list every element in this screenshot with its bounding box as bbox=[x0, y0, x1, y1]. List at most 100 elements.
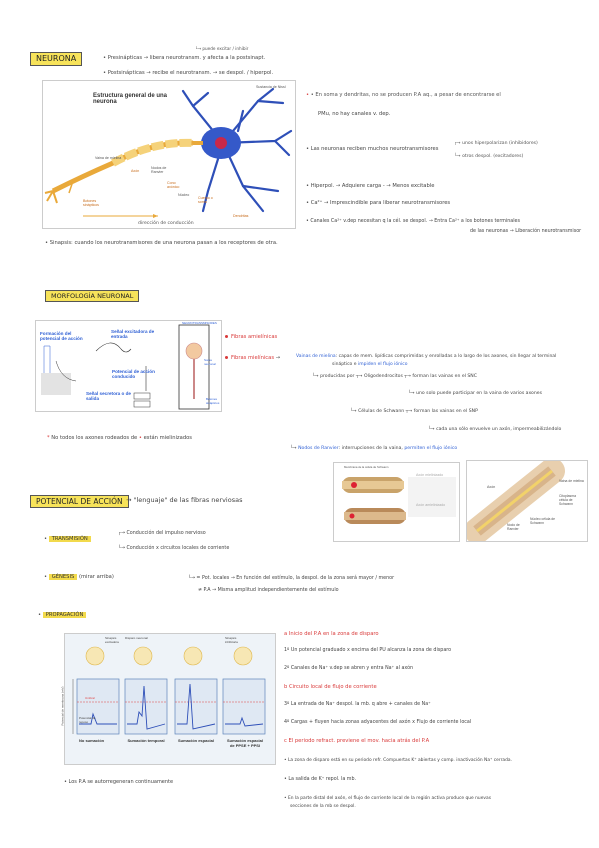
label-senal-sec: Señal secretora o de salida bbox=[86, 391, 131, 401]
schwann-text: Células de Schwann bbox=[358, 409, 405, 414]
trans-b-text: Conducción x circuitos locales de corrie… bbox=[126, 546, 230, 551]
potencial-subtitle: → "lenguaje" de las fibras nerviosas bbox=[126, 496, 243, 504]
nodos-line: └→ Nodos de Ranvier: interrupciones de l… bbox=[290, 446, 458, 451]
schwann-b-text: cada una sólo envuelve un axón, impermea… bbox=[436, 427, 562, 432]
direccion-conduccion: dirección de conducción bbox=[138, 221, 194, 226]
axon-3d-diagram bbox=[342, 477, 456, 524]
fibras-mielinicas: Fibras mielínicas → bbox=[225, 355, 280, 362]
label-botones-sin: Botones sinápticos bbox=[206, 397, 220, 405]
receive-b: └→ otros despol. (excitadores) bbox=[454, 154, 524, 159]
nodos-desc: : interrupciones de la vaina, bbox=[338, 446, 403, 451]
label-cito-sec: Citoplasma célula de Schwann bbox=[559, 494, 576, 506]
label-formacion: Formación del potencial de acción bbox=[40, 331, 83, 341]
canales-note: • Canales Ca²⁺ v.dep necesitan q la cél.… bbox=[306, 219, 520, 224]
transmision-line: • TRANSMISIÓN bbox=[44, 536, 91, 543]
step-1: 1º Un potencial graduado x encima del PU… bbox=[284, 648, 452, 653]
soma-note-text: • En soma y dendritas, no se producen P.… bbox=[310, 92, 501, 98]
schwann-b-line: └→ cada una sólo envuelve un axón, imper… bbox=[428, 427, 562, 432]
oligo-b-line: └→ uno solo puede participar en la vaina… bbox=[408, 391, 543, 396]
neuron-diagram bbox=[44, 87, 293, 218]
vainas-desc-2: sináptico e bbox=[332, 362, 357, 367]
producidas-text: producidas por bbox=[320, 374, 355, 379]
label-vaina-sec: Vaina de mielina bbox=[559, 479, 584, 483]
vainas-label: Vainas de mielina bbox=[296, 354, 336, 359]
postsinapticas-text: • Postsinápticas → recibe el neurotransm… bbox=[103, 70, 274, 76]
label-senal-exc: Señal excitadora de entrada bbox=[111, 329, 155, 339]
step-7: • En la parte distal del axón, el flujo … bbox=[284, 796, 491, 801]
label-potencial-memb: Potencial de membrana (mV) bbox=[60, 686, 65, 726]
step-5: • La zona de disparo está en su periodo … bbox=[284, 758, 512, 763]
sinapsis-note: • Sinapsis: cuando los neurotransmisores… bbox=[45, 240, 278, 246]
morfologia-diagram bbox=[41, 324, 210, 410]
soma-note-2: PMu, no hay canales v. dep. bbox=[318, 111, 391, 117]
step-3: 3º La entrada de Na⁺ despol. la mb. q ab… bbox=[284, 702, 431, 707]
axon-section-diagram bbox=[464, 458, 565, 544]
summation-figure: Sinapsis excitadora Disparo neuronal Sin… bbox=[60, 633, 276, 765]
label-axon: Axón bbox=[131, 169, 140, 173]
schwann-a-text: forman las vainas en el SNP bbox=[413, 409, 478, 414]
step-6: • La salida de K⁺ repol. la mb. bbox=[284, 777, 357, 782]
ley-line-1: └→ = Pot. locales → En función del estím… bbox=[188, 576, 395, 581]
producidas-line: └→ producidas por ┬→ Oligodendrocitos ┬→… bbox=[312, 374, 477, 379]
section-title-neurona: NEURONA bbox=[30, 52, 83, 66]
step-inicio-text: Inicio del P.A en la zona de disparo bbox=[288, 631, 379, 637]
summation-diagram bbox=[72, 646, 266, 735]
neuron-figure-title: Estructura general de una neurona bbox=[93, 93, 168, 105]
receive-a: ┌→ unos hiperpolarizan (inhibidores) bbox=[454, 141, 538, 146]
puede-excitar-note: └→ puede excitar / inhibir bbox=[195, 46, 249, 51]
schwann-line: └→ Células de Schwann ┬→ forman las vain… bbox=[350, 409, 478, 414]
label-reposo: Potencial de reposo bbox=[79, 716, 96, 724]
autoregen-note: • Los P.A se autorregeneran continuament… bbox=[64, 779, 174, 785]
receive-a-text: unos hiperpolarizan (inhibidores) bbox=[462, 141, 538, 146]
label-sinapsis-exc: Sinapsis excitadora bbox=[105, 636, 119, 644]
col-sum-temporal: Sumación temporal bbox=[127, 738, 165, 743]
label-nodo-sec: Nodo de Ranvier bbox=[507, 523, 520, 531]
label-soma: Soma neuronal bbox=[204, 358, 216, 366]
presinapticas-text: • Presinápticas → libera neurotransm. y … bbox=[103, 55, 266, 61]
step-inicio: a Inicio del P.A en la zona de disparo bbox=[284, 631, 379, 637]
no-todos-text-2: están mielinizados bbox=[143, 435, 192, 441]
oligo-b-text: uno solo puede participar en la vaina de… bbox=[416, 391, 543, 396]
label-dendritas: Dendritas bbox=[233, 214, 249, 218]
label-membrana: Membrana de la célula de Schwann bbox=[344, 465, 389, 469]
label-vaina: Vaina de mielina bbox=[95, 156, 122, 160]
col-sum-espacial: Sumación espacial bbox=[177, 738, 214, 743]
section-title-morfologia: MORFOLOGÍA NEURONAL bbox=[45, 290, 140, 302]
fibras-mielinicas-text: Fibras mielínicas bbox=[231, 355, 275, 361]
label-axon-amielin: Axón amielinizado bbox=[416, 503, 446, 507]
propagacion-line: • PROPAGACIÓN bbox=[38, 612, 87, 619]
vainas-line: Vainas de mielina: capas de mem. lipídic… bbox=[296, 354, 556, 361]
genesis-label: GÉNESIS bbox=[48, 574, 78, 580]
axon-section-figure: Axón Vaina de mielina Citoplasma célula … bbox=[464, 458, 588, 544]
no-todos-text: No todos los axones rodeados de bbox=[51, 435, 138, 441]
label-axon-sec: Axón bbox=[487, 485, 496, 489]
receive-note: • Las neuronas reciben muchos neurotrans… bbox=[306, 146, 439, 152]
oligo-a-text: forman las vainas en el SNC bbox=[412, 374, 477, 379]
ca-note: • Ca²⁺ → Imprescindible para liberar neu… bbox=[306, 200, 451, 206]
label-nucleo: Núcleo bbox=[178, 193, 190, 197]
nodos-label: Nodos de Ranvier bbox=[298, 446, 339, 451]
label-umbral: Umbral bbox=[85, 696, 95, 700]
step-circuito-text: Circuito local de flujo de corriente bbox=[288, 684, 377, 690]
section-title-potencial: POTENCIAL DE ACCIÓN bbox=[30, 495, 129, 508]
fibras-amielinicas: Fibras amielínicas bbox=[225, 334, 277, 341]
neuron-structure-figure: Estructura general de una neurona Vaina … bbox=[42, 80, 296, 229]
step-periodo: c El periodo refract. previene el mov. h… bbox=[284, 738, 430, 744]
vainas-desc: : capas de mem. lipídicas comprimidas y … bbox=[335, 354, 557, 359]
genesis-note: (mirar arriba) bbox=[78, 574, 114, 580]
step-7b: secciones de la mb se despol. bbox=[290, 804, 356, 809]
fibras-amielinicas-text: Fibras amielínicas bbox=[231, 334, 278, 340]
label-nodos: Nodos de Ranvier bbox=[151, 166, 167, 174]
label-nucleo-sec: Núcleo célula de Schwann bbox=[530, 517, 556, 525]
no-todos-note: * No todos los axones rodeados de • está… bbox=[47, 435, 192, 441]
hiperpol-note: • Hiperpol. → Adquiere carga - → Menos e… bbox=[306, 183, 435, 189]
step-2: 2º Canales de Na⁺ v.dep se abren y entra… bbox=[284, 666, 414, 671]
oligo-text: Oligodendrocitos bbox=[363, 374, 403, 379]
step-periodo-text: El periodo refract. previene el mov. hac… bbox=[288, 738, 430, 744]
step-circuito: b Circuito local de flujo de corriente bbox=[284, 684, 377, 690]
ley-line-2: ≠ P.A → Misma amplitud independientement… bbox=[198, 588, 339, 593]
label-cono: Cono axónico bbox=[167, 181, 180, 189]
col-no-sumacion: No sumación bbox=[79, 738, 105, 743]
propagacion-label: PROPAGACIÓN bbox=[42, 612, 87, 618]
label-nissl: Sustancia de Nissl bbox=[256, 85, 286, 89]
